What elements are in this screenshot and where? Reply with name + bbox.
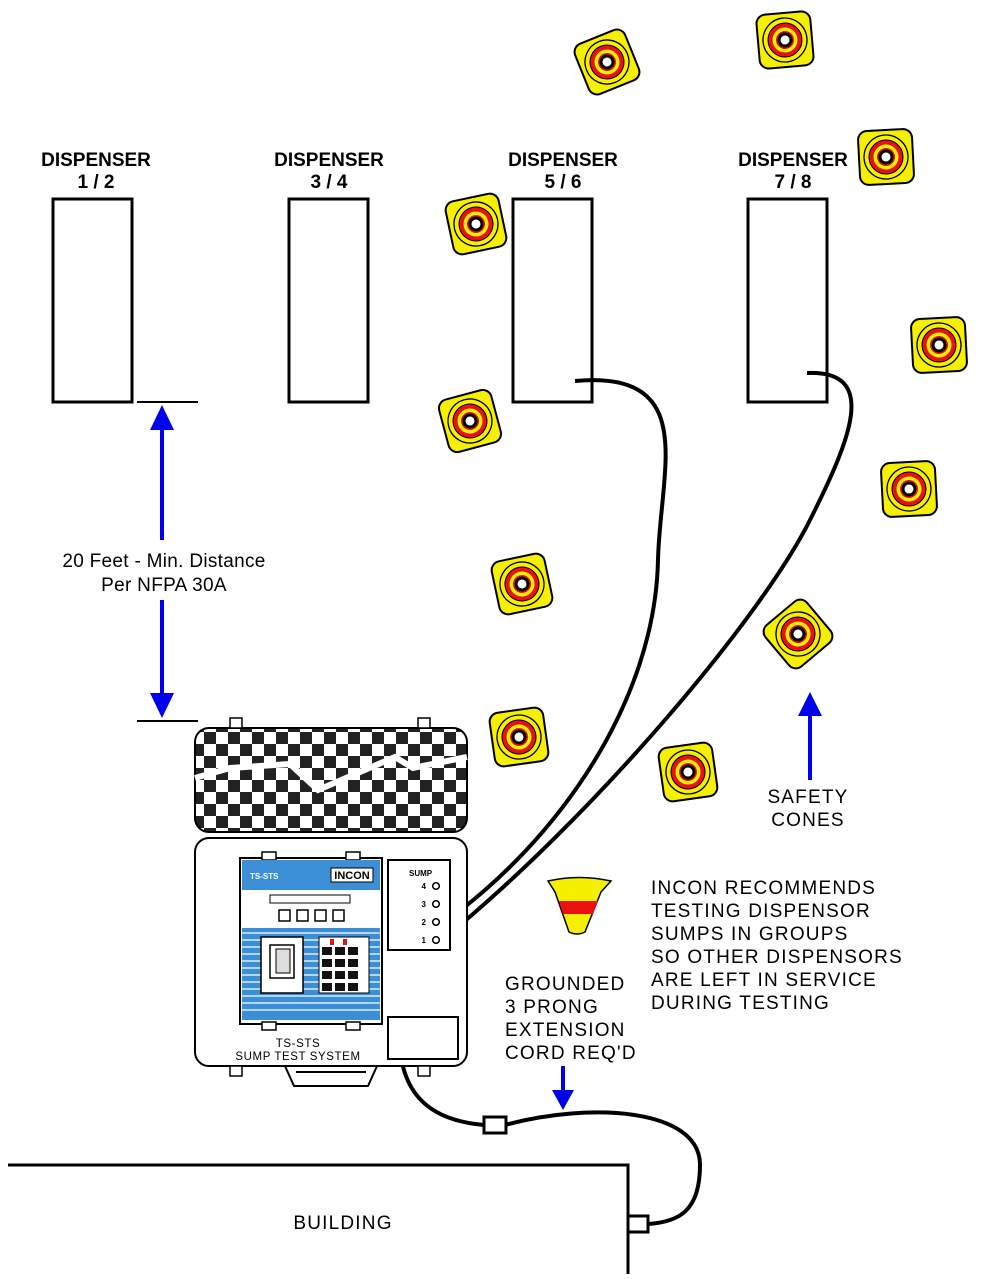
safety-cone-icon bbox=[442, 190, 510, 258]
sump-port[interactable] bbox=[431, 917, 441, 927]
safety-cone-icon bbox=[758, 594, 838, 674]
display-screen bbox=[269, 894, 351, 904]
building-label: BUILDING bbox=[293, 1213, 392, 1234]
dispenser-label: DISPENSER bbox=[41, 150, 151, 171]
sump-port[interactable] bbox=[431, 881, 441, 891]
distance-dimension: 20 Feet - Min. Distance Per NFPA 30A bbox=[62, 401, 265, 722]
case-handle bbox=[283, 1065, 379, 1087]
safety-cone-icon bbox=[487, 705, 551, 769]
plug-icon bbox=[482, 1115, 508, 1135]
dispenser-box bbox=[51, 197, 134, 404]
hoses bbox=[440, 370, 854, 942]
dispenser-box bbox=[287, 197, 370, 404]
safety-cone-icon bbox=[488, 550, 556, 618]
dispenser-1-2: DISPENSER 1 / 2 bbox=[41, 150, 151, 404]
safety-cones-label-1: SAFETY bbox=[767, 787, 848, 808]
sump-port-label: 3 bbox=[422, 900, 427, 909]
dispenser-number: 1 / 2 bbox=[78, 172, 115, 193]
dispenser-number: 7 / 8 bbox=[775, 172, 812, 193]
plug-icon bbox=[626, 1214, 650, 1234]
case-lid bbox=[194, 727, 468, 833]
dispenser-7-8: DISPENSER 7 / 8 bbox=[738, 150, 848, 404]
function-key[interactable] bbox=[314, 909, 327, 922]
dispenser-label: DISPENSER bbox=[738, 150, 848, 171]
hose-to-dispenser-7-8 bbox=[440, 370, 854, 942]
keypad[interactable] bbox=[318, 936, 370, 994]
sump-port[interactable] bbox=[431, 935, 441, 945]
hose-to-dispenser-5-6 bbox=[440, 378, 668, 926]
dispenser-box bbox=[511, 197, 594, 404]
sump-title: SUMP bbox=[409, 869, 433, 878]
test-system-case: TS-STS INCON bbox=[194, 717, 468, 1087]
dispenser-3-4: DISPENSER 3 / 4 bbox=[274, 150, 384, 404]
cord-note-line: CORD REQ'D bbox=[505, 1043, 637, 1064]
cord-note-line: 3 PRONG bbox=[505, 997, 599, 1018]
cord-note-line: EXTENSION bbox=[505, 1020, 626, 1041]
device-caption-2: SUMP TEST SYSTEM bbox=[235, 1051, 360, 1063]
recommendation-line: TESTING DISPENSOR bbox=[651, 901, 871, 922]
safety-cones-label-2: CONES bbox=[771, 810, 845, 831]
safety-cone-icon bbox=[856, 127, 916, 187]
recommendation-line: SO OTHER DISPENSORS bbox=[651, 947, 903, 968]
sump-port-label: 4 bbox=[422, 882, 427, 891]
brand-label: INCON bbox=[334, 870, 370, 882]
safety-cone-icon bbox=[435, 386, 505, 456]
safety-cones bbox=[435, 9, 969, 804]
recommendation-line: INCON RECOMMENDS bbox=[651, 878, 876, 899]
safety-cone-icon bbox=[570, 25, 644, 99]
device-caption-1: TS-STS bbox=[276, 1038, 321, 1050]
function-key[interactable] bbox=[332, 909, 345, 922]
recommendation-line: SUMPS IN GROUPS bbox=[651, 924, 848, 945]
safety-cones-callout: SAFETY CONES bbox=[767, 692, 848, 831]
safety-cone-icon bbox=[879, 459, 939, 519]
extension-cord-note: GROUNDED 3 PRONG EXTENSION CORD REQ'D bbox=[505, 974, 637, 1110]
recommendation-line: ARE LEFT IN SERVICE bbox=[651, 970, 877, 991]
sump-port[interactable] bbox=[431, 899, 441, 909]
distance-note-line1: 20 Feet - Min. Distance bbox=[62, 551, 265, 572]
safety-cone-icon bbox=[656, 740, 720, 804]
recommendation-line: DURING TESTING bbox=[651, 993, 830, 1014]
dispenser-5-6: DISPENSER 5 / 6 bbox=[508, 150, 618, 404]
function-key[interactable] bbox=[278, 909, 291, 922]
safety-cone-icon bbox=[909, 315, 969, 375]
dispenser-box bbox=[746, 197, 829, 404]
dispenser-number: 3 / 4 bbox=[311, 172, 348, 193]
building: BUILDING bbox=[8, 1163, 630, 1274]
function-key[interactable] bbox=[296, 909, 309, 922]
dispenser-label: DISPENSER bbox=[508, 150, 618, 171]
model-label: TS-STS bbox=[250, 872, 279, 881]
traffic-cone-icon bbox=[546, 876, 613, 935]
dispenser-label: DISPENSER bbox=[274, 150, 384, 171]
sump-port-label: 1 bbox=[422, 936, 427, 945]
sump-port-label: 2 bbox=[422, 918, 427, 927]
power-compartment bbox=[387, 1016, 459, 1060]
brand-logo bbox=[330, 867, 374, 883]
dispenser-number: 5 / 6 bbox=[545, 172, 582, 193]
cord-note-line: GROUNDED bbox=[505, 974, 625, 995]
extension-cord bbox=[398, 1047, 703, 1234]
safety-cone-icon bbox=[754, 9, 816, 71]
distance-note-line2: Per NFPA 30A bbox=[101, 575, 227, 596]
recommendation-text: INCON RECOMMENDS TESTING DISPENSOR SUMPS… bbox=[651, 878, 903, 1014]
